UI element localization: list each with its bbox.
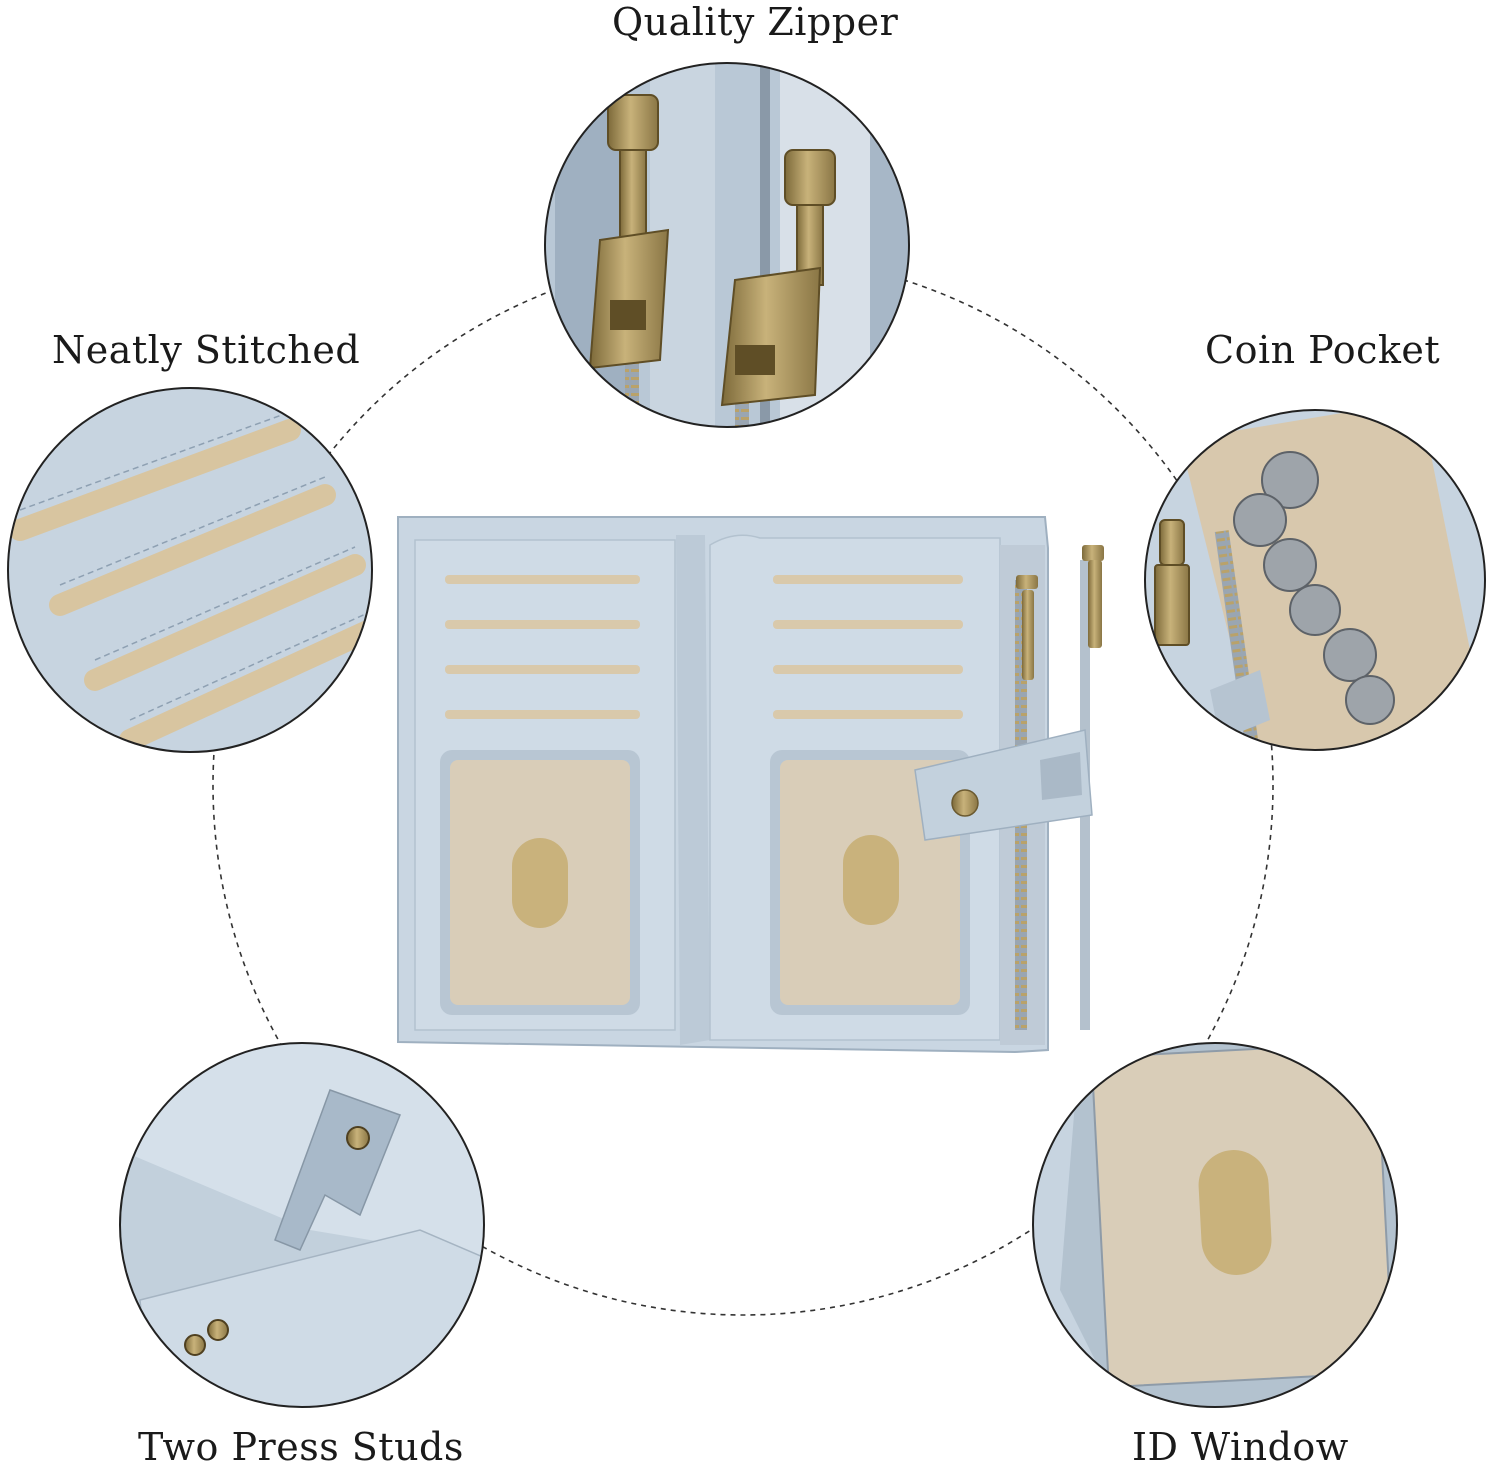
label-coin-pocket: Coin Pocket bbox=[1205, 328, 1441, 372]
ring-two-press-studs bbox=[119, 1042, 485, 1408]
coin-pocket-detail-image bbox=[1145, 410, 1485, 750]
ring-coin-pocket bbox=[1144, 409, 1486, 751]
label-id-window: ID Window bbox=[1132, 1425, 1349, 1469]
label-quality-zipper: Quality Zipper bbox=[612, 0, 899, 44]
dashed-connector-circle bbox=[212, 254, 1274, 1316]
ring-quality-zipper bbox=[544, 62, 910, 428]
label-neatly-stitched: Neatly Stitched bbox=[52, 328, 361, 372]
press-studs-detail-image bbox=[120, 1043, 484, 1407]
label-two-press-studs: Two Press Studs bbox=[138, 1425, 464, 1469]
id-window-detail-image bbox=[1033, 1043, 1397, 1407]
stitching-detail-image bbox=[8, 388, 372, 752]
ring-id-window bbox=[1032, 1042, 1398, 1408]
ring-neatly-stitched bbox=[7, 387, 373, 753]
wallet-center-image bbox=[397, 516, 1104, 1054]
